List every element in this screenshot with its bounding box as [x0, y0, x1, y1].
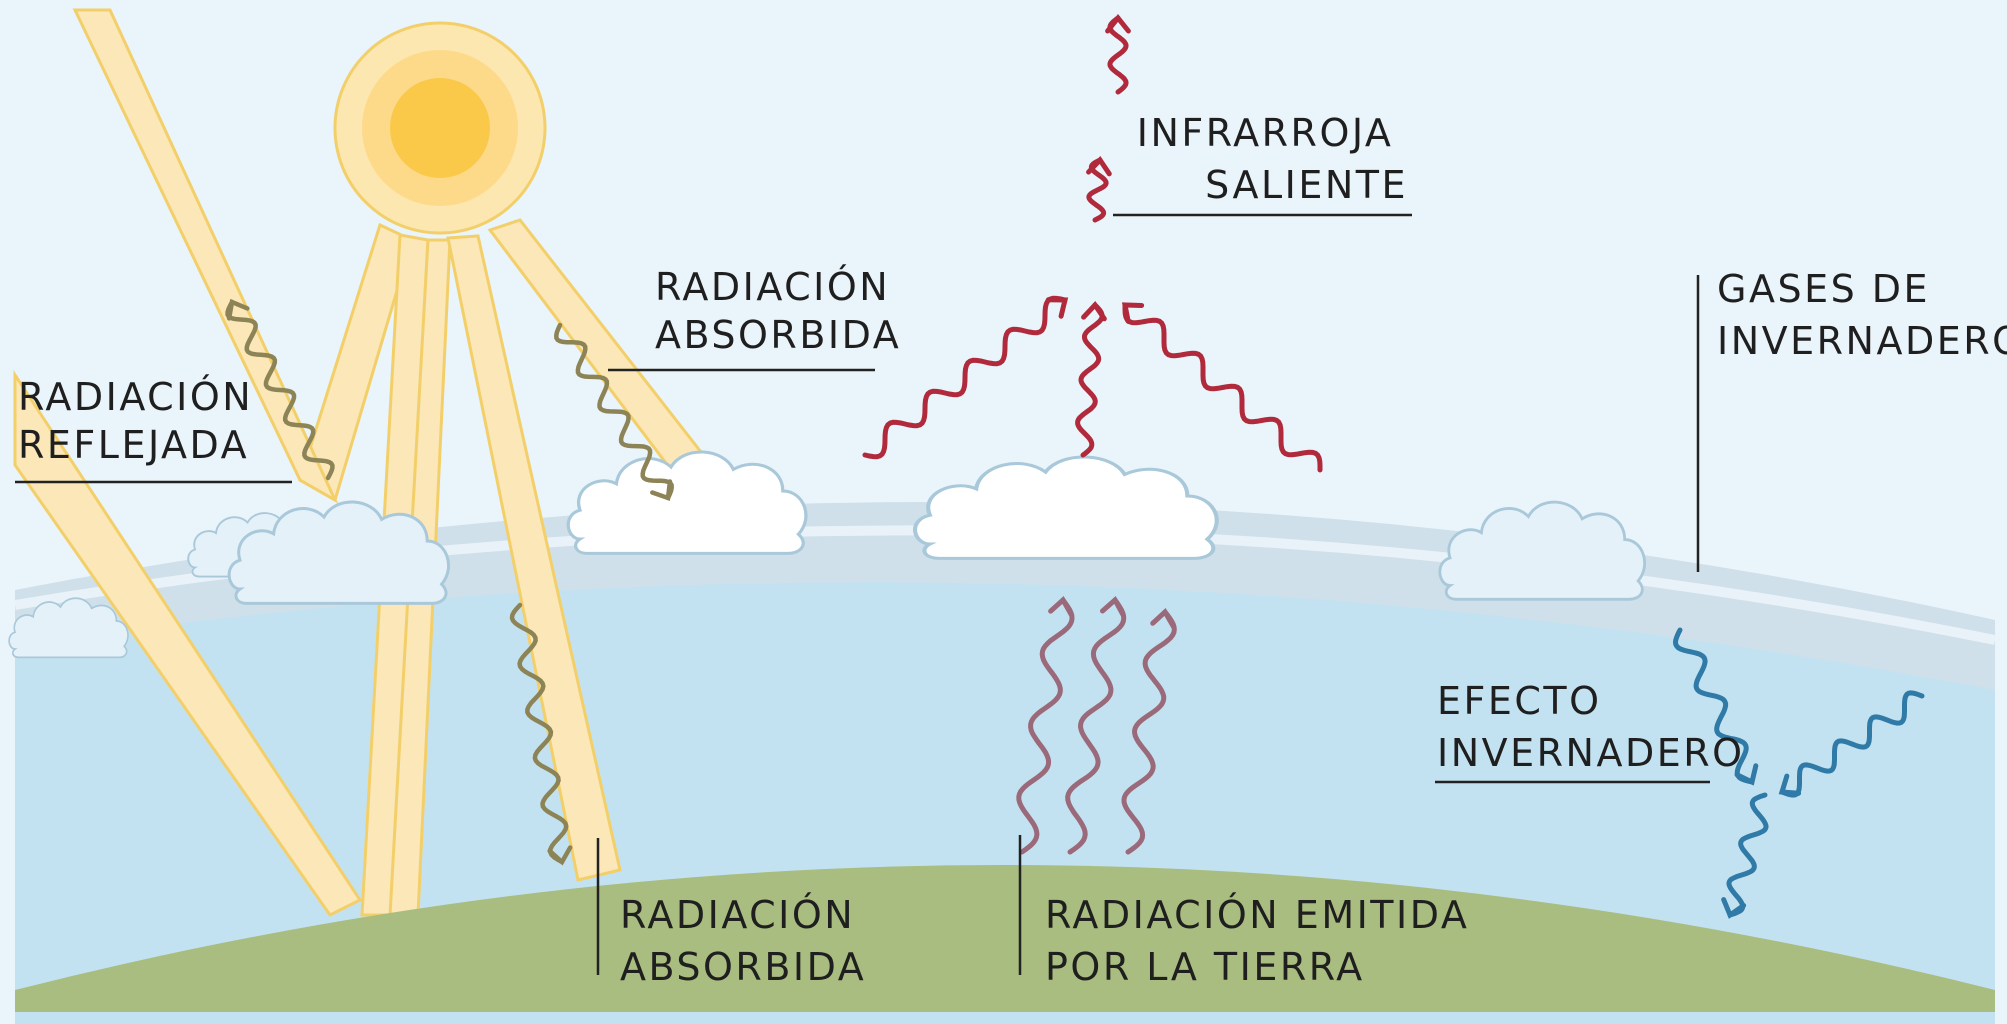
sun-icon — [335, 23, 545, 233]
